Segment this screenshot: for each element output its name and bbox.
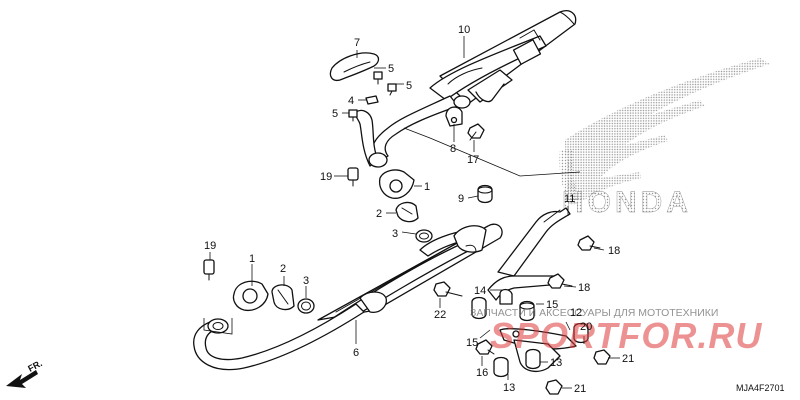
callout-3-lower: 3	[303, 275, 309, 287]
callout-2-lower: 2	[280, 263, 286, 275]
flange-part-1-lower	[232, 280, 269, 312]
callout-5-b: 5	[406, 80, 412, 92]
bolt-part-5-c	[348, 109, 358, 122]
callout-21-upper: 21	[622, 353, 634, 365]
callout-21-lower: 21	[574, 383, 586, 395]
stud-part-19-upper	[347, 167, 359, 187]
diagram-code: MJA4F2701	[736, 383, 785, 393]
callout-1-lower: 1	[249, 253, 255, 265]
lower-muffler-part-6	[193, 223, 503, 371]
collar-part-13-a	[525, 348, 541, 370]
callout-10: 10	[458, 24, 470, 36]
callout-15-b: 15	[466, 337, 478, 349]
callout-11: 11	[564, 193, 575, 205]
callout-13-a: 13	[550, 357, 562, 369]
callout-5-a: 5	[388, 63, 394, 75]
callout-18-lower: 18	[578, 282, 590, 294]
collar-part-15-a	[519, 300, 535, 322]
bolt-part-17	[467, 123, 485, 141]
bolt-part-18-upper	[577, 235, 601, 251]
front-direction-arrow-icon	[6, 370, 38, 388]
callout-5-c: 5	[332, 108, 338, 120]
gasket-part-2-lower	[271, 284, 295, 311]
bolt-part-18-lower	[547, 273, 573, 289]
bolt-part-5-a	[373, 71, 383, 85]
upper-muffler-part-10	[354, 10, 577, 168]
callout-12: 12	[570, 307, 582, 319]
bolt-part-16	[475, 339, 495, 355]
callout-3-upper: 3	[392, 228, 398, 240]
honda-wing-logo	[559, 58, 770, 205]
callout-15-a: 15	[546, 299, 558, 311]
site-watermark: SPORTFOR.RU	[490, 315, 762, 356]
honda-brand-text: HONDA	[562, 186, 692, 219]
callout-labels: 7 10 5 5 4 5 8 17 19 1 2 3 9 11 18 19 1 …	[204, 24, 634, 395]
callout-14: 14	[474, 285, 486, 297]
gasket-part-2-upper	[395, 201, 419, 223]
leader-lines	[203, 36, 620, 389]
collar-part-20	[573, 322, 589, 344]
callout-16: 16	[476, 367, 488, 379]
gasket-part-3-lower	[297, 298, 315, 314]
callout-9: 9	[458, 193, 464, 205]
callout-8: 8	[450, 143, 456, 155]
front-direction-label: FR.	[26, 358, 43, 374]
watermark-caption: ЗАПЧАСТИ И АКСЕССУАРЫ ДЛЯ МОТОТЕХНИКИ	[470, 307, 718, 319]
collar-part-13-b	[493, 356, 509, 378]
collar-part-15-b	[471, 296, 487, 320]
flange-part-1-upper	[378, 169, 415, 199]
callout-2-upper: 2	[376, 208, 382, 220]
callout-4: 4	[348, 95, 354, 107]
nut-part-21-upper	[593, 349, 611, 365]
collar-part-9	[477, 184, 493, 204]
bolt-part-4	[365, 95, 379, 105]
callout-22: 22	[434, 309, 446, 321]
callout-18-upper: 18	[608, 245, 620, 257]
bolt-part-14	[499, 288, 513, 305]
callout-19-upper: 19	[320, 171, 332, 183]
callout-13-b: 13	[503, 382, 515, 394]
clamp-part-8	[445, 106, 463, 127]
nut-part-21-lower	[545, 379, 563, 395]
bolt-part-5-b	[387, 83, 397, 96]
stud-part-19-lower	[203, 259, 215, 281]
callout-1-upper: 1	[424, 181, 430, 193]
callout-6: 6	[353, 347, 359, 359]
bolt-part-22	[433, 281, 463, 297]
callout-17: 17	[467, 154, 479, 166]
heat-shield-part-7	[329, 52, 380, 82]
callout-19-lower: 19	[204, 240, 216, 252]
gasket-part-3-upper	[415, 229, 433, 243]
callout-20: 20	[580, 321, 592, 333]
callout-7: 7	[354, 37, 360, 49]
